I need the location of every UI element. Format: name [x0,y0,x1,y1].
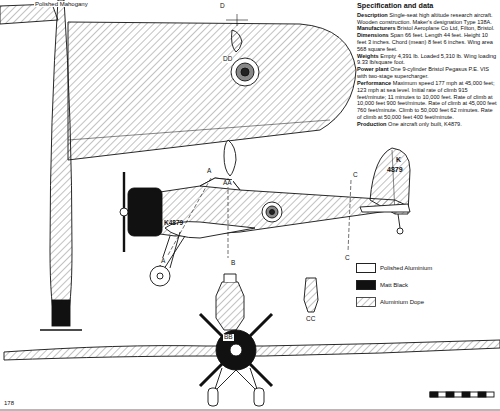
section-label: B [230,260,236,267]
legend-swatch [356,297,376,307]
spec-text: Maximum speed 177 mph at 45,000 feet; 12… [357,80,497,120]
spec-paragraph: Weights Empty 4,391 lb. Loaded 5,310 lb.… [357,53,497,67]
spec-paragraph: Performance Maximum speed 177 mph at 45,… [357,80,497,121]
section-label: 4879 [386,166,404,173]
spec-heading: Weights [357,53,379,59]
legend-row: Polished Aluminium [356,262,432,273]
spec-heading: Dimensions [357,32,389,38]
spec-paragraph: Power plant One 9-cylinder Bristol Pegas… [357,66,497,80]
spec-title: Specification and data [357,2,497,11]
section-label: C [352,172,359,179]
section-label: BB [223,334,234,341]
section-label: A [160,258,166,265]
page-number: 178 [3,400,15,406]
spec-heading: Description [357,12,388,18]
section-label: DD [222,56,233,63]
section-label: K [395,156,402,163]
legend-text: Matt Black [380,282,408,288]
spec-paragraph: Description Single-seat high altitude re… [357,12,497,26]
legend-text: Aluminium Dope [380,299,424,305]
spec-heading: Manufacturers [357,25,396,31]
finish-note: Polished Mahogany [34,1,89,7]
legend-swatch [356,263,376,273]
spec-text: Bristol Aeroplane Co Ltd, Filton, Bristo… [397,25,494,31]
legend-text: Polished Aluminium [380,265,432,271]
spec-paragraph: Production One aircraft only built, K487… [357,121,497,128]
spec-heading: Performance [357,80,391,86]
section-label: CC [305,316,316,323]
spec-paragraph: Dimensions Span 66 feet. Length 44 feet.… [357,32,497,52]
section-label: K4879 [163,220,184,227]
section-label: AA [222,180,233,187]
legend-swatch [356,280,376,290]
section-label: A [206,168,212,175]
spec-panel: Specification and dataDescription Single… [357,2,497,128]
legend-row: Matt Black [356,279,408,290]
legend-row: Aluminium Dope [356,296,424,307]
spec-text: One aircraft only built, K4879. [388,121,462,127]
section-label: C [344,255,351,262]
spec-heading: Power plant [357,66,389,72]
section-label: D [219,3,226,10]
spec-heading: Production [357,121,387,127]
spec-paragraph: Manufacturers Bristol Aeroplane Co Ltd, … [357,25,497,32]
